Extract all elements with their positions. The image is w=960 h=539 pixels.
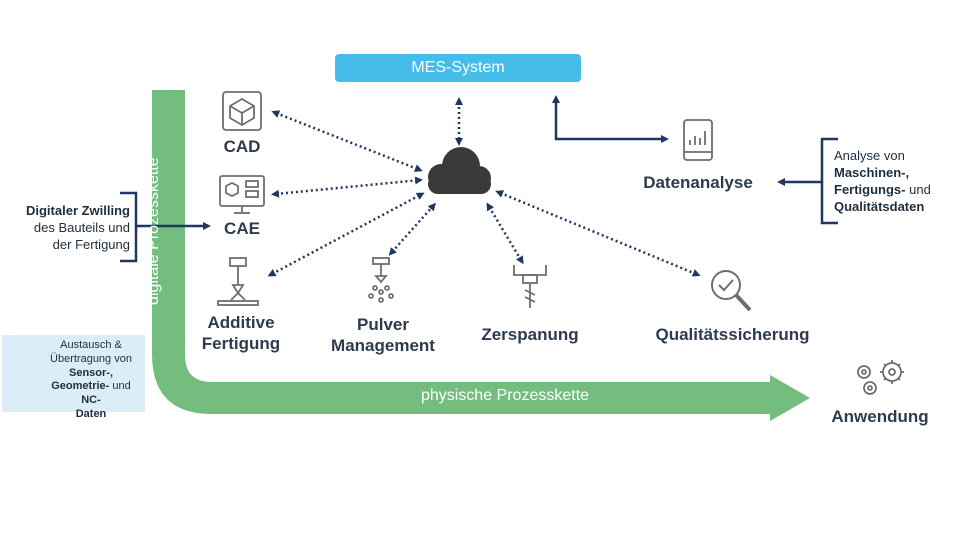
gears-icon (857, 360, 904, 395)
analysis-text: Analyse von Maschinen-, Fertigungs- und … (834, 148, 931, 214)
node-anwendung-label: Anwendung (831, 407, 929, 426)
node-qualitaet-label: Qualitätssicherung (655, 325, 810, 344)
legend-box: Austausch & Übertragung von Sensor-, Geo… (2, 335, 145, 420)
magnifier-check-icon (711, 270, 752, 312)
node-cad-label: CAD (223, 137, 261, 156)
physical-chain-label: physische Prozesskette (420, 387, 590, 404)
legend-text: Austausch & Übertragung von Sensor-, Geo… (50, 339, 132, 420)
connector-pulver (388, 202, 436, 256)
connector-cad (271, 110, 423, 172)
node-additive-label: Additive Fertigung (201, 313, 281, 354)
tablet-chart-icon (683, 119, 713, 161)
twin-bracket (120, 191, 138, 263)
node-zerspanung-label: Zerspanung (481, 325, 579, 344)
milling-icon (513, 265, 547, 308)
connector-zerspanung (486, 202, 524, 265)
monitor-cae-icon (219, 175, 265, 214)
analysis-bracket (820, 137, 838, 225)
process-chain-arrow (152, 90, 810, 421)
node-datenanalyse-label: Datenanalyse (643, 173, 753, 192)
node-pulver-label: Pulver Management (331, 315, 435, 356)
connector-cae (271, 176, 423, 198)
connector-additive (267, 192, 425, 277)
digital-chain-label: digitale Prozesskette (145, 157, 162, 305)
mes-system-box: MES-System (335, 54, 581, 82)
cloud-icon (428, 147, 491, 194)
printer-nozzle-icon (217, 257, 259, 306)
connector-qualitaet (495, 190, 701, 277)
node-cae-label: CAE (224, 219, 260, 238)
connector-mes-datenanalyse (552, 95, 669, 143)
powder-nozzle-icon (368, 257, 394, 303)
digital-twin-text: Digitaler Zwilling des Bauteils und der … (25, 203, 130, 252)
cube-cad-icon (222, 91, 262, 131)
